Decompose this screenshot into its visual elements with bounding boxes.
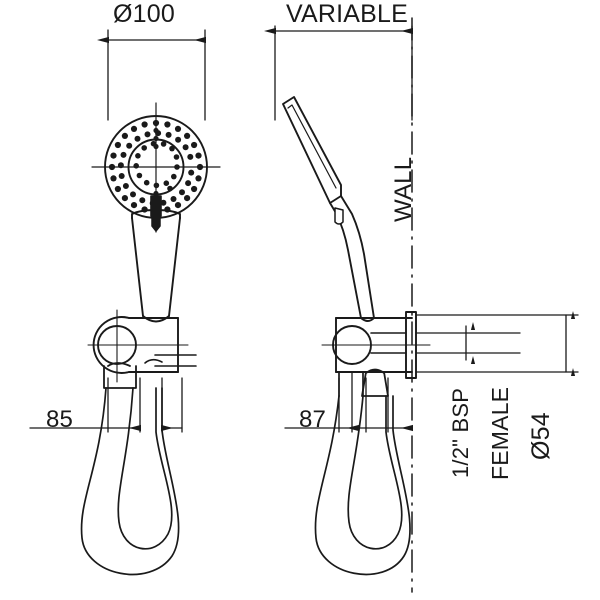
dimension-85 xyxy=(29,377,183,433)
dimension-diameter-54 xyxy=(415,315,579,372)
handle-button-side xyxy=(334,207,344,225)
label-diameter-100: Ø100 xyxy=(113,0,175,28)
hose-connector-front xyxy=(103,362,137,389)
dimension-diameter-100 xyxy=(97,29,206,121)
hose-neck-side xyxy=(338,371,364,397)
shower-head-side xyxy=(282,96,342,204)
dimension-bsp-thread xyxy=(415,326,521,360)
shower-head-side-inner xyxy=(287,104,337,189)
dimension-variable xyxy=(264,25,413,121)
inlet-pipe-side xyxy=(370,332,407,354)
hose-loop-front xyxy=(80,387,180,576)
label-variable: VARIABLE xyxy=(286,0,409,28)
hose-connector-side xyxy=(361,368,389,397)
label-offset-85: 85 xyxy=(46,406,74,433)
handle-button-front xyxy=(151,213,161,232)
label-offset-87: 87 xyxy=(299,406,327,433)
label-thread-size: 1/2" BSP xyxy=(448,387,473,478)
label-diameter-54: Ø54 xyxy=(527,412,555,460)
wall-bracket-centerlines-front xyxy=(87,309,189,383)
label-thread-type: FEMALE xyxy=(487,386,513,480)
hose-loop-side xyxy=(314,395,411,576)
inlet-arm-front xyxy=(144,354,197,367)
label-wall: WALL xyxy=(390,156,417,222)
dimension-87 xyxy=(284,371,413,433)
